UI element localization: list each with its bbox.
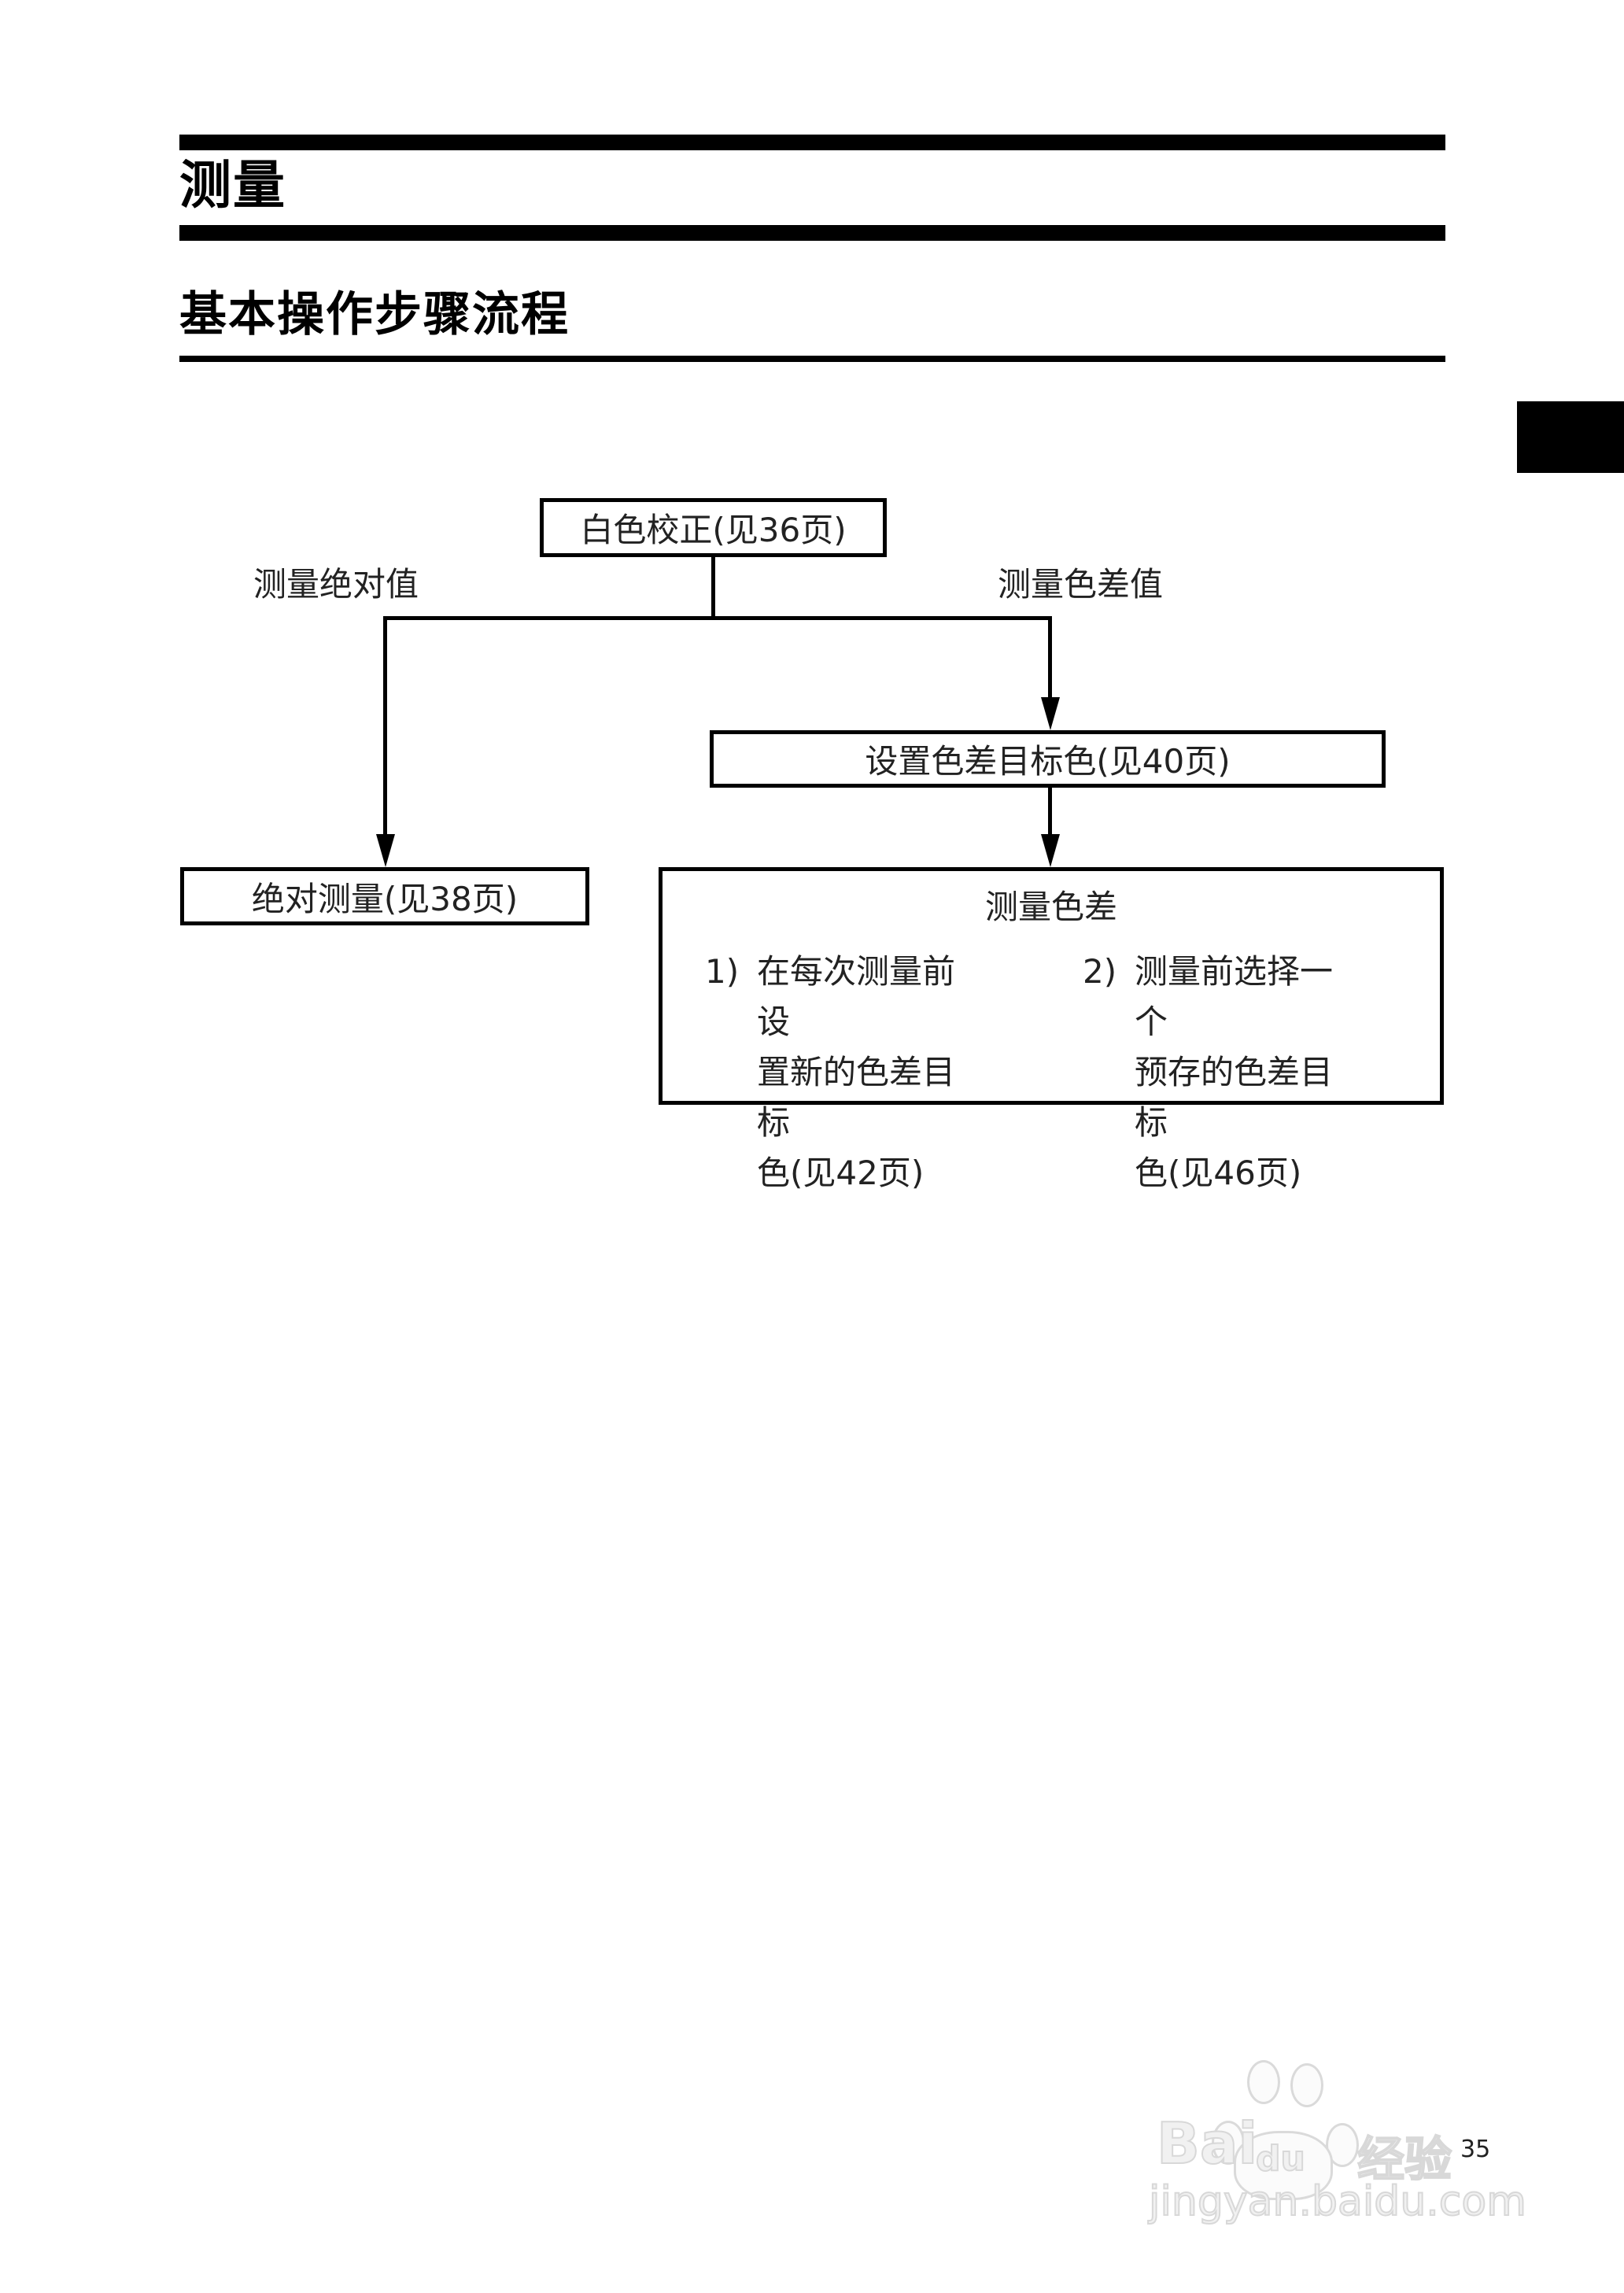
watermark-logo-mid: du (1255, 2138, 1306, 2180)
paw-toe-icon (1326, 2123, 1359, 2167)
color-difference-title: 测量色差 (984, 888, 1117, 926)
section-title: 测量 (179, 155, 286, 216)
connector-right-down (1048, 616, 1052, 698)
arrow-down-icon (1041, 834, 1060, 867)
watermark-logo-left: Bai (1156, 2110, 1258, 2177)
chapter-tab-marker (1517, 401, 1624, 473)
branch-label-color-difference: 测量色差值 (998, 565, 1164, 604)
title-rule-top (179, 135, 1445, 150)
baidu-jingyan-watermark: Bai du 经验 jingyan.baidu.com (1148, 2046, 1542, 2235)
option-1-number: 1) (705, 952, 740, 991)
flow-box-absolute-measure: 绝对测量(见38页) (180, 867, 589, 925)
watermark-logo-right: 经验 (1356, 2132, 1452, 2188)
subsection-title: 基本操作步骤流程 (179, 287, 570, 342)
flow-box-set-target: 设置色差目标色(见40页) (710, 730, 1386, 788)
paw-toe-icon (1247, 2060, 1280, 2104)
connector-set-to-measure (1048, 787, 1052, 835)
connector-stem (711, 556, 715, 620)
option-1-text: 在每次测量前设 置新的色差目标 色(见42页) (757, 952, 956, 1192)
option-2-text: 测量前选择一个 预存的色差目标 色(见46页) (1135, 952, 1334, 1192)
flow-box-white-calibration-label: 白色校正(见36页) (580, 511, 847, 549)
page-number: 35 (1460, 2136, 1491, 2163)
watermark-url: jingyan.baidu.com (1148, 2177, 1527, 2226)
option-2-number: 2) (1083, 952, 1117, 991)
connector-branch (383, 616, 1052, 620)
title-rule-bottom (179, 225, 1445, 241)
arrow-down-icon (376, 834, 395, 867)
connector-left-down (383, 616, 387, 835)
flow-box-set-target-label: 设置色差目标色(见40页) (865, 742, 1231, 781)
flow-box-color-difference: 测量色差 1) 在每次测量前设 置新的色差目标 色(见42页) 2) 测量前选择… (659, 867, 1444, 1192)
subsection-rule (179, 356, 1445, 362)
arrow-down-icon (1041, 697, 1060, 730)
paw-pad-icon (1234, 2131, 1333, 2200)
branch-label-absolute: 测量绝对值 (253, 565, 419, 604)
paw-toe-icon (1290, 2063, 1323, 2107)
flow-box-white-calibration: 白色校正(见36页) (540, 498, 887, 557)
flow-box-absolute-measure-label: 绝对测量(见38页) (251, 879, 519, 918)
